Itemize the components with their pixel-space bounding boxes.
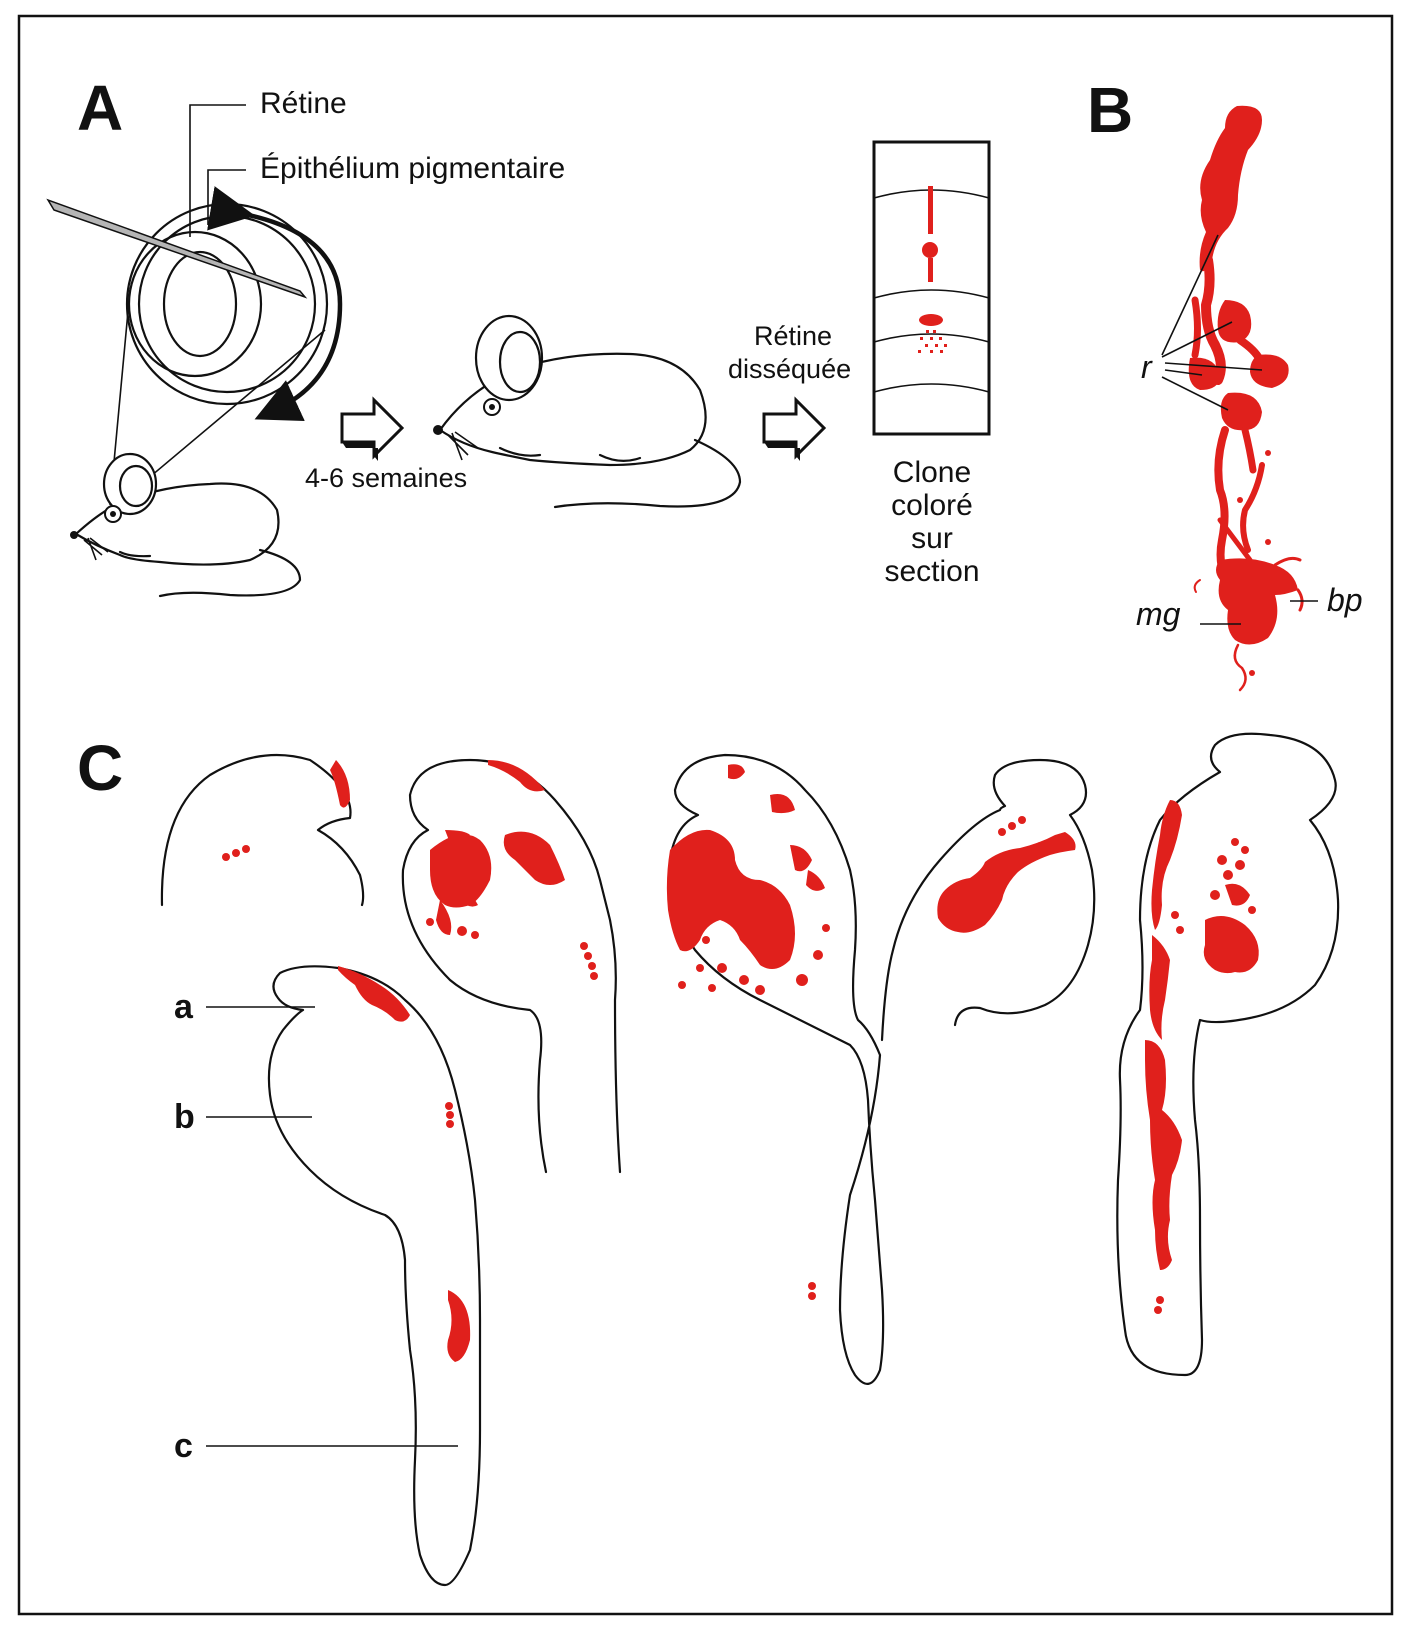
panel-a-label: A <box>77 72 123 144</box>
injection-needle <box>46 198 308 299</box>
r-leader-lines <box>1161 234 1263 411</box>
embryo-2: a b c <box>174 965 482 1587</box>
retina-label: Rétine <box>260 87 347 120</box>
retina-leader-line <box>189 104 246 237</box>
dissected-label-line1: Rétine <box>754 321 832 351</box>
rpe-label: Épithélium pigmentaire <box>260 152 565 185</box>
mg-label: mg <box>1136 596 1181 632</box>
clone-cell-body <box>922 242 938 258</box>
mouse-small <box>70 452 302 598</box>
clone-label-line2: coloré <box>891 489 973 522</box>
dissected-label-line2: disséquée <box>728 354 851 384</box>
clone-label-line1: Clone <box>893 456 971 489</box>
embryo-4 <box>666 753 885 1385</box>
arrow-step-1 <box>340 396 405 461</box>
bp-label: bp <box>1327 582 1363 618</box>
embryo-1 <box>160 753 365 907</box>
panel-c: C a b c <box>77 732 1340 1587</box>
label-c: c <box>174 1427 193 1465</box>
embryo-5 <box>880 758 1096 1042</box>
embryo-3 <box>401 758 622 1174</box>
retina-section-box <box>872 140 991 436</box>
arrow-step-2 <box>762 396 827 461</box>
clone-label-line4: section <box>884 555 979 588</box>
label-b: b <box>174 1098 195 1136</box>
figure-frame <box>17 14 1394 1616</box>
mouse-large <box>433 314 742 509</box>
clone-label-line3: sur <box>911 522 953 555</box>
clone-column <box>1188 105 1304 692</box>
panel-b: B r <box>1087 74 1363 692</box>
panel-c-label: C <box>77 732 123 804</box>
label-a: a <box>174 988 194 1026</box>
interval-label: 4-6 semaines <box>305 463 467 493</box>
panel-b-label: B <box>1087 74 1133 146</box>
clone-rod <box>928 186 933 234</box>
enlarged-eye <box>125 186 343 421</box>
panel-a: A Rétine Épithélium pigmentaire <box>46 72 991 598</box>
r-label: r <box>1141 349 1153 385</box>
embryo-6 <box>1116 732 1340 1377</box>
clone-bipolar <box>919 314 943 326</box>
